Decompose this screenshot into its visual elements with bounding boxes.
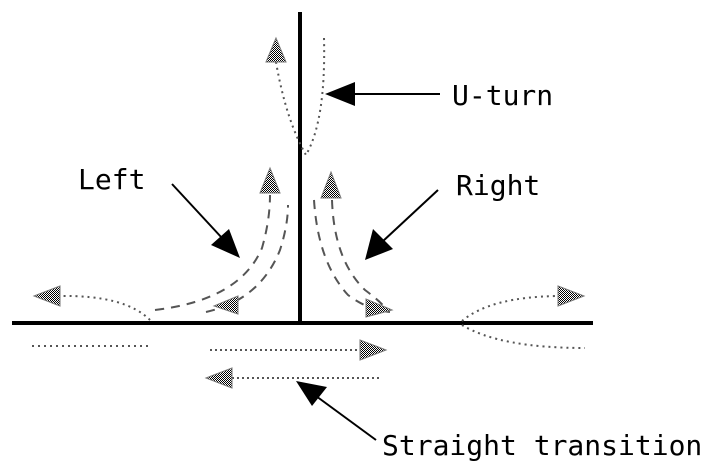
left-label: Left (78, 163, 146, 196)
straight-left-arrowhead-icon (204, 367, 233, 389)
u-turn-pointer-arrowhead-icon (325, 82, 355, 106)
left-upper-arrowhead-icon (259, 166, 281, 194)
left-pointer-arrowhead-icon (211, 229, 240, 258)
u-turn-arrowhead-icon (265, 36, 287, 63)
right-label: Right (456, 169, 541, 202)
right-upper-arrowhead-icon (320, 170, 342, 199)
u-turn-pointer (325, 82, 440, 106)
right-turn-paths (313, 170, 394, 318)
left-outer-path (32, 285, 151, 347)
left-lower-arrowhead-icon (212, 295, 239, 315)
right-outer-path (461, 285, 586, 349)
left-pointer (171, 183, 240, 258)
straight-pointer (296, 381, 377, 441)
straight-pointer-arrowhead-icon (296, 381, 327, 406)
right-pointer-arrowhead-icon (365, 229, 393, 260)
left-exit-arrowhead-icon (32, 285, 61, 307)
right-exit-arrowhead-icon (557, 285, 586, 307)
straight-transition-label: Straight transition (382, 429, 703, 462)
straight-right-arrowhead-icon (359, 339, 388, 361)
u-turn-path (265, 36, 326, 158)
right-lower-arrowhead-icon (365, 298, 394, 318)
right-pointer (365, 189, 439, 260)
left-turn-paths (154, 166, 289, 315)
straight-transition-paths (204, 339, 388, 389)
u-turn-label: U-turn (452, 79, 554, 112)
